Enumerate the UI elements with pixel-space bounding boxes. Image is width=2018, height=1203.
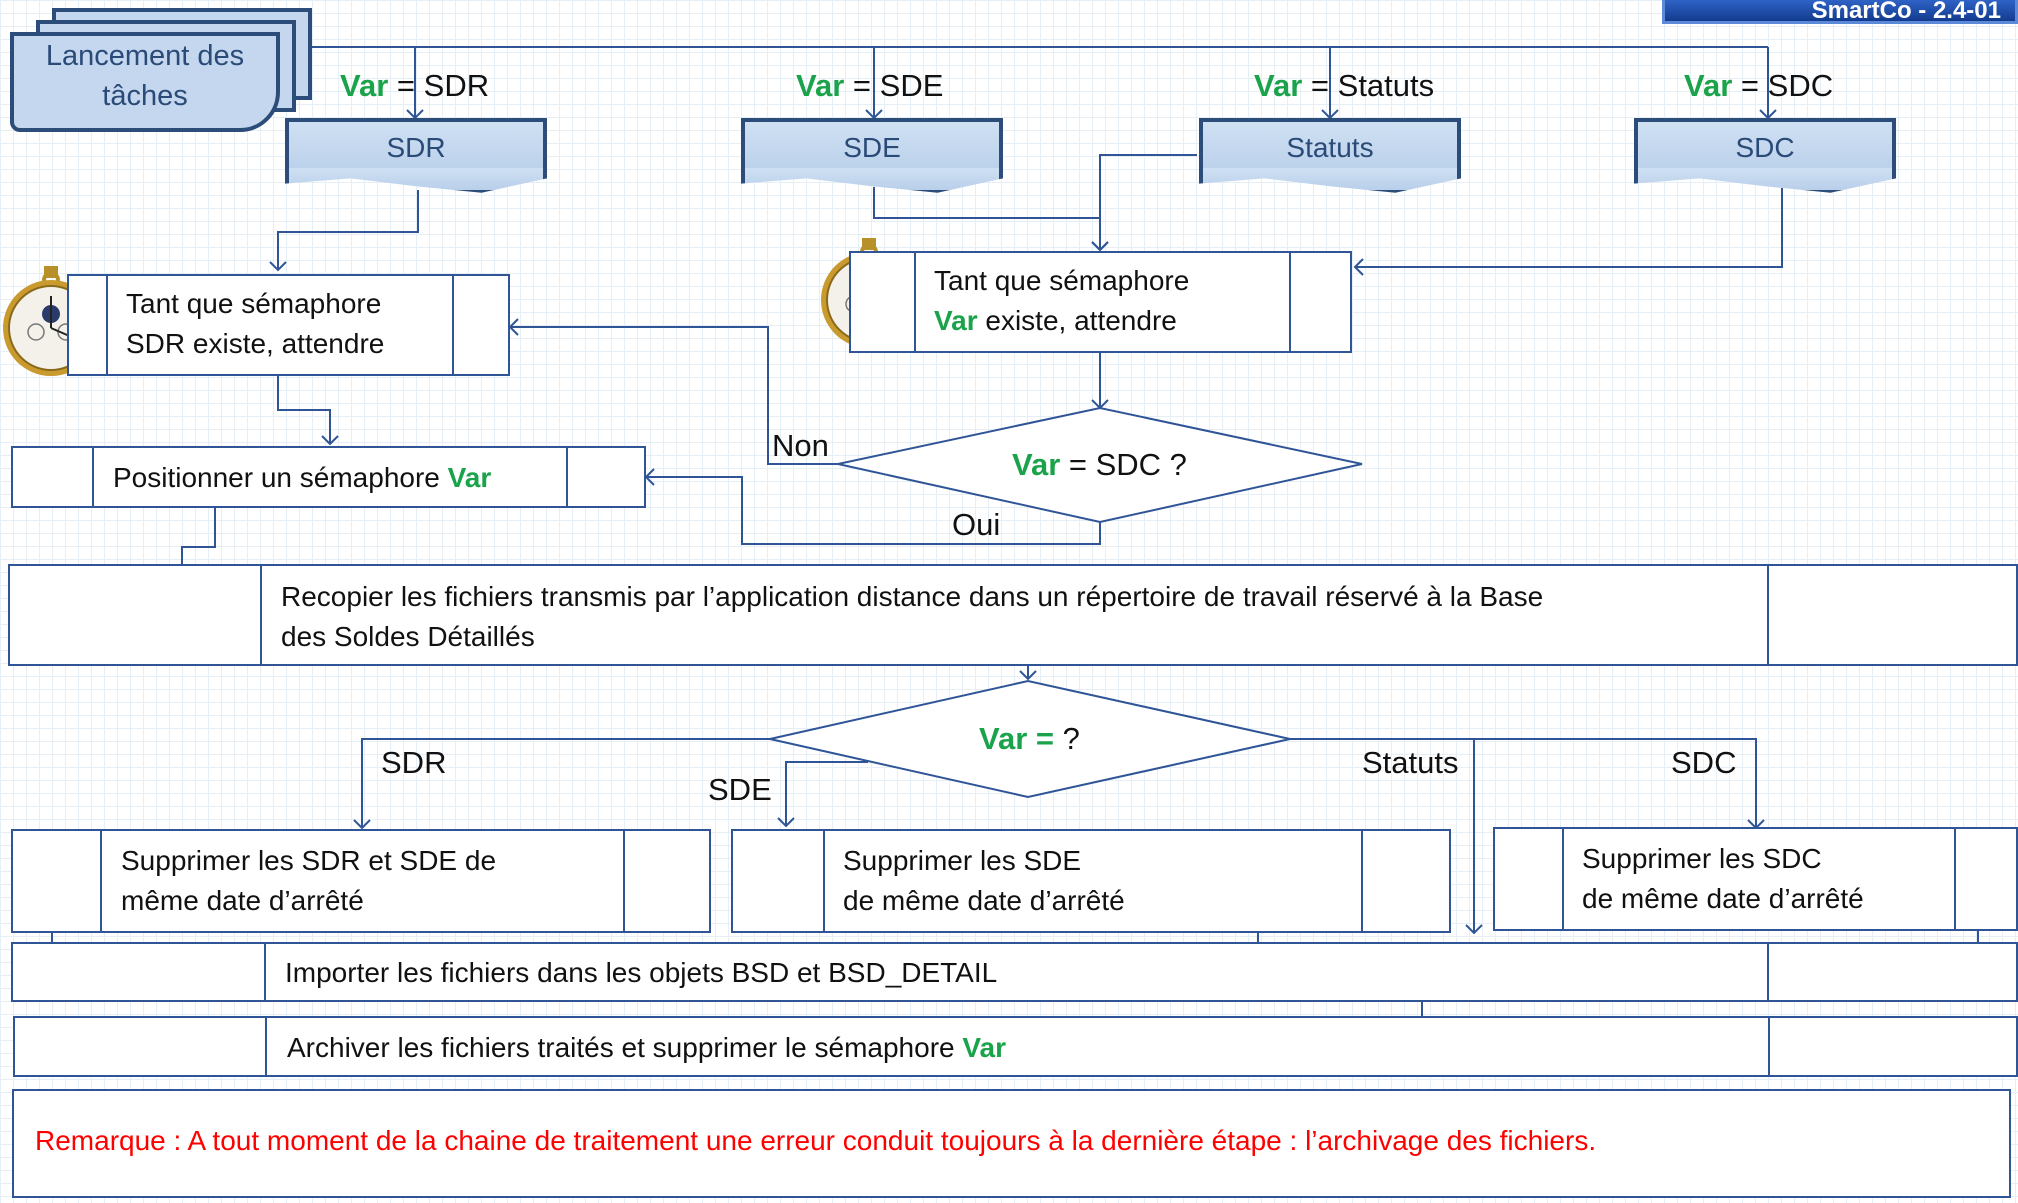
- branch-label-sdc: SDC: [1671, 745, 1737, 780]
- start-multidocument: Lancement des tâches: [10, 8, 320, 133]
- start-line2: tâches: [102, 80, 188, 112]
- wait-var-line2: Var existe, attendre: [934, 305, 1177, 336]
- branch-label-statuts: Statuts: [1362, 745, 1459, 780]
- task-box-statuts: Statuts: [1199, 118, 1461, 176]
- task-label-sdr: SDR: [386, 132, 446, 163]
- branch-label-sdr: SDR: [381, 745, 447, 780]
- var-assign-sde: Var = SDE: [796, 68, 944, 103]
- set-semaphore-box: Positionner un sémaphore Var: [11, 446, 646, 508]
- import-label: Importer les fichiers dans les objets BS…: [285, 957, 998, 988]
- set-semaphore-label: Positionner un sémaphore Var: [113, 462, 492, 493]
- var-assign-sdc: Var = SDC: [1684, 68, 1834, 103]
- delete-sde-box: Supprimer les SDE de même date d’arrêté: [731, 829, 1451, 933]
- wait-var-box: Tant que sémaphore Var existe, attendre: [849, 251, 1352, 353]
- task-label-statuts: Statuts: [1286, 132, 1374, 163]
- task-box-sdr: SDR: [285, 118, 547, 176]
- delete-sdr-sde-line1: Supprimer les SDR et SDE de: [121, 845, 497, 876]
- archive-box: Archiver les fichiers traités et supprim…: [13, 1016, 2018, 1077]
- remark-box: Remarque : A tout moment de la chaine de…: [12, 1089, 2011, 1198]
- import-box: Importer les fichiers dans les objets BS…: [11, 942, 2018, 1002]
- delete-sdc-line1: Supprimer les SDC: [1582, 843, 1822, 874]
- branch-label-non: Non: [772, 428, 829, 463]
- version-text: SmartCo - 2.4-01: [1811, 0, 2001, 24]
- decision-diamond-sdc: [837, 406, 1363, 524]
- branch-label-oui: Oui: [952, 507, 1001, 542]
- archive-label: Archiver les fichiers traités et supprim…: [287, 1032, 1006, 1063]
- version-badge: SmartCo - 2.4-01: [1662, 0, 2018, 24]
- copy-files-line1: Recopier les fichiers transmis par l’app…: [281, 581, 1544, 612]
- branch-label-sde: SDE: [708, 772, 772, 807]
- start-line1: Lancement des: [45, 40, 245, 72]
- delete-sde-line2: de même date d’arrêté: [843, 885, 1125, 916]
- remark-text: Remarque : A tout moment de la chaine de…: [35, 1125, 1597, 1156]
- delete-sdr-sde-line2: même date d’arrêté: [121, 885, 364, 916]
- decision-sdc-label: Var = SDC ?: [1012, 447, 1187, 482]
- task-label-sdc: SDC: [1735, 132, 1795, 163]
- copy-files-box: Recopier les fichiers transmis par l’app…: [8, 564, 2018, 666]
- decision-var-label: Var = ?: [979, 721, 1080, 756]
- task-box-sde: SDE: [741, 118, 1003, 176]
- task-label-sde: SDE: [843, 132, 901, 163]
- delete-sde-line1: Supprimer les SDE: [843, 845, 1082, 876]
- var-assign-sdr: Var = SDR: [340, 68, 490, 103]
- delete-sdc-box: Supprimer les SDC de même date d’arrêté: [1493, 827, 2018, 931]
- delete-sdc-line2: de même date d’arrêté: [1582, 883, 1864, 914]
- wait-var-line1: Tant que sémaphore: [934, 265, 1190, 296]
- var-assign-statuts: Var = Statuts: [1254, 68, 1435, 103]
- copy-files-line2: des Soldes Détaillés: [281, 621, 535, 652]
- wait-sdr-line1: Tant que sémaphore: [126, 288, 382, 319]
- decision-diamond-var: [769, 679, 1291, 799]
- task-box-sdc: SDC: [1634, 118, 1896, 176]
- wait-sdr-line2: SDR existe, attendre: [126, 328, 385, 359]
- wait-sdr-box: Tant que sémaphore SDR existe, attendre: [67, 274, 510, 376]
- delete-sdr-sde-box: Supprimer les SDR et SDE de même date d’…: [11, 829, 711, 933]
